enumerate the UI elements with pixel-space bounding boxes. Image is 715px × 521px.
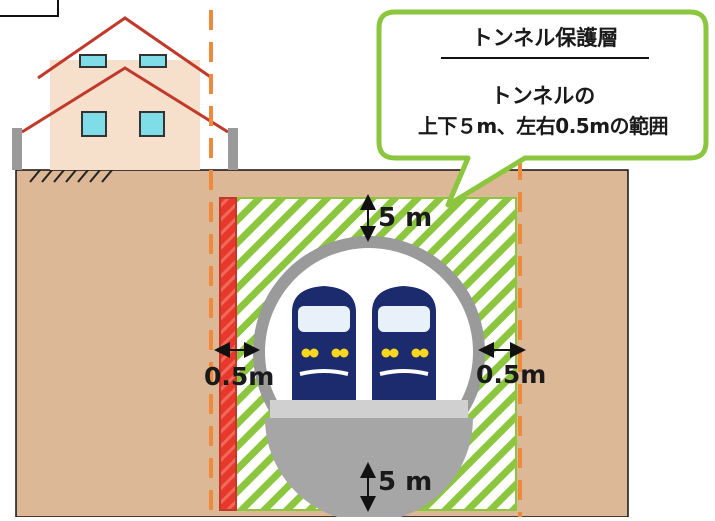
left-dimension-label: 0.5m xyxy=(204,362,275,391)
callout-body-line2: 上下５m、左右0.5mの範囲 xyxy=(417,114,669,138)
cropped-frame xyxy=(0,0,59,17)
train-left-icon xyxy=(292,286,356,400)
bottom-dimension-label: 5 m xyxy=(378,467,433,497)
top-dimension-label: 5 m xyxy=(378,203,433,233)
train-right-icon xyxy=(372,286,436,400)
callout-bubble xyxy=(376,9,709,208)
callout-title: トンネル保護層 xyxy=(471,26,619,50)
restricted-zone-red xyxy=(219,197,237,511)
ground-hatch-marks xyxy=(29,169,113,183)
right-dimension-label: 0.5m xyxy=(476,360,547,389)
callout-body-line1: トンネルの xyxy=(490,84,596,108)
house-icon xyxy=(12,16,238,170)
